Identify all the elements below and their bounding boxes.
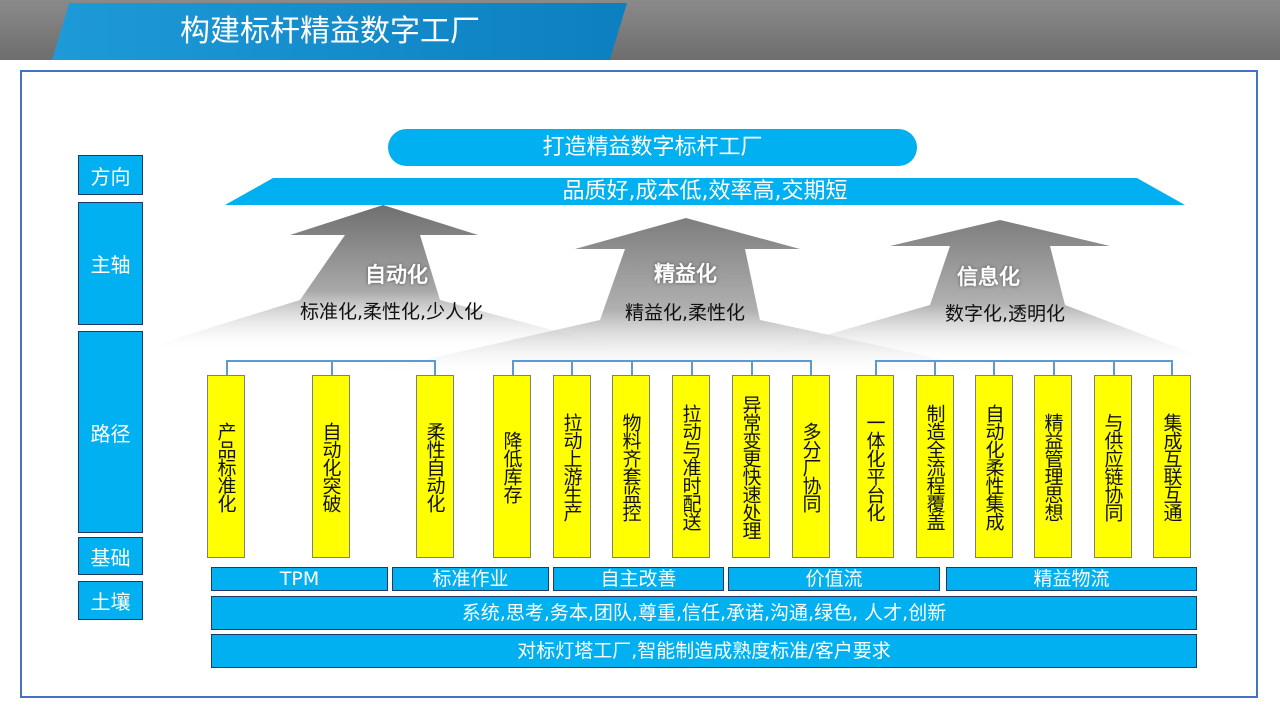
foundation-tpm: TPM — [211, 567, 388, 591]
axis-subtitle: 标准化,柔性化,少人化 — [300, 301, 484, 323]
direction-banner: 品质好,成本低,效率高,交期短 — [225, 178, 1185, 205]
axis-title: 信息化 — [957, 265, 1020, 289]
path-box: 精益管理思想 — [1034, 375, 1072, 558]
slide-title: 构建标杆精益数字工厂 — [52, 3, 627, 60]
axis-subtitle: 精益化,柔性化 — [625, 302, 746, 324]
path-box: 一体化平台化 — [856, 375, 894, 558]
path-box: 柔性自动化 — [416, 375, 454, 558]
arrow-automation — [145, 205, 620, 348]
label-foundation: 基础 — [78, 537, 143, 575]
goal-banner: 打造精益数字标杆工厂 — [388, 129, 917, 166]
path-box: 异常变更快速处理 — [732, 375, 770, 558]
soil-values-bar: 系统,思考,务本,团队,尊重,信任,承诺,沟通,绿色, 人才,创新 — [211, 596, 1197, 630]
soil-benchmark-bar: 对标灯塔工厂,智能制造成熟度标准/客户要求 — [211, 634, 1197, 668]
label-direction: 方向 — [78, 155, 143, 195]
connector-lines — [226, 360, 1173, 375]
arrow-lean — [370, 218, 1000, 372]
axis-title: 自动化 — [365, 263, 428, 287]
path-box: 降低库存 — [493, 375, 531, 558]
path-box: 制造全流程覆盖 — [916, 375, 954, 558]
foundation-lean-logistics: 精益物流 — [946, 567, 1197, 591]
path-box: 多分厂协同 — [792, 375, 830, 558]
label-axis: 主轴 — [78, 202, 143, 325]
path-box: 拉动上游生产 — [553, 375, 591, 558]
foundation-standard-work: 标准作业 — [392, 567, 549, 591]
arrow-info — [740, 220, 1210, 360]
axis-title: 精益化 — [654, 262, 717, 286]
path-box: 自动化柔性集成 — [975, 375, 1013, 558]
path-box: 与供应链协同 — [1094, 375, 1132, 558]
axis-subtitle: 数字化,透明化 — [945, 303, 1066, 325]
path-box: 拉动与准时配送 — [672, 375, 710, 558]
content-frame — [20, 70, 1258, 698]
path-box: 产品标准化 — [207, 375, 245, 558]
foundation-value-stream: 价值流 — [728, 567, 940, 591]
label-path: 路径 — [78, 331, 143, 533]
path-box: 自动化突破 — [312, 375, 350, 558]
path-box: 集成互联互通 — [1153, 375, 1191, 558]
foundation-kaizen: 自主改善 — [553, 567, 724, 591]
label-soil: 土壤 — [78, 581, 143, 620]
path-box: 物料齐套监控 — [612, 375, 650, 558]
